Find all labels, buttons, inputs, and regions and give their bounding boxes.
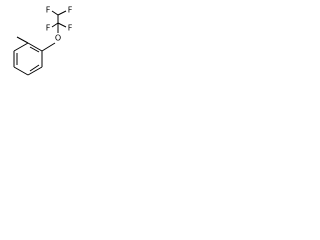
bond-cf2-f-right: [57, 22, 67, 28]
fluorine-label-top-left: F: [46, 6, 51, 15]
ring-bond-1: [27, 42, 43, 52]
ring-double-bond-1: [29, 46, 40, 53]
bond-methyl: [16, 36, 29, 44]
chemical-structure-diagram: F F F F O: [13, 6, 73, 76]
ring-bond-3: [27, 66, 43, 76]
fluorine-label-top-right: F: [68, 6, 73, 15]
bond-chf2-f-right: [57, 10, 67, 16]
bond-oxygen-ring: [41, 42, 56, 52]
fluorine-label-mid-right: F: [68, 24, 73, 33]
ring-bond-6: [13, 42, 29, 52]
ring-double-bond-2: [29, 64, 40, 72]
bond-cf2-f-left: [51, 22, 59, 28]
bond-f-chf2-left: [51, 10, 59, 16]
oxygen-label: O: [55, 34, 61, 43]
ring-bond-4: [13, 66, 29, 76]
fluorine-label-mid-left: F: [46, 24, 51, 33]
